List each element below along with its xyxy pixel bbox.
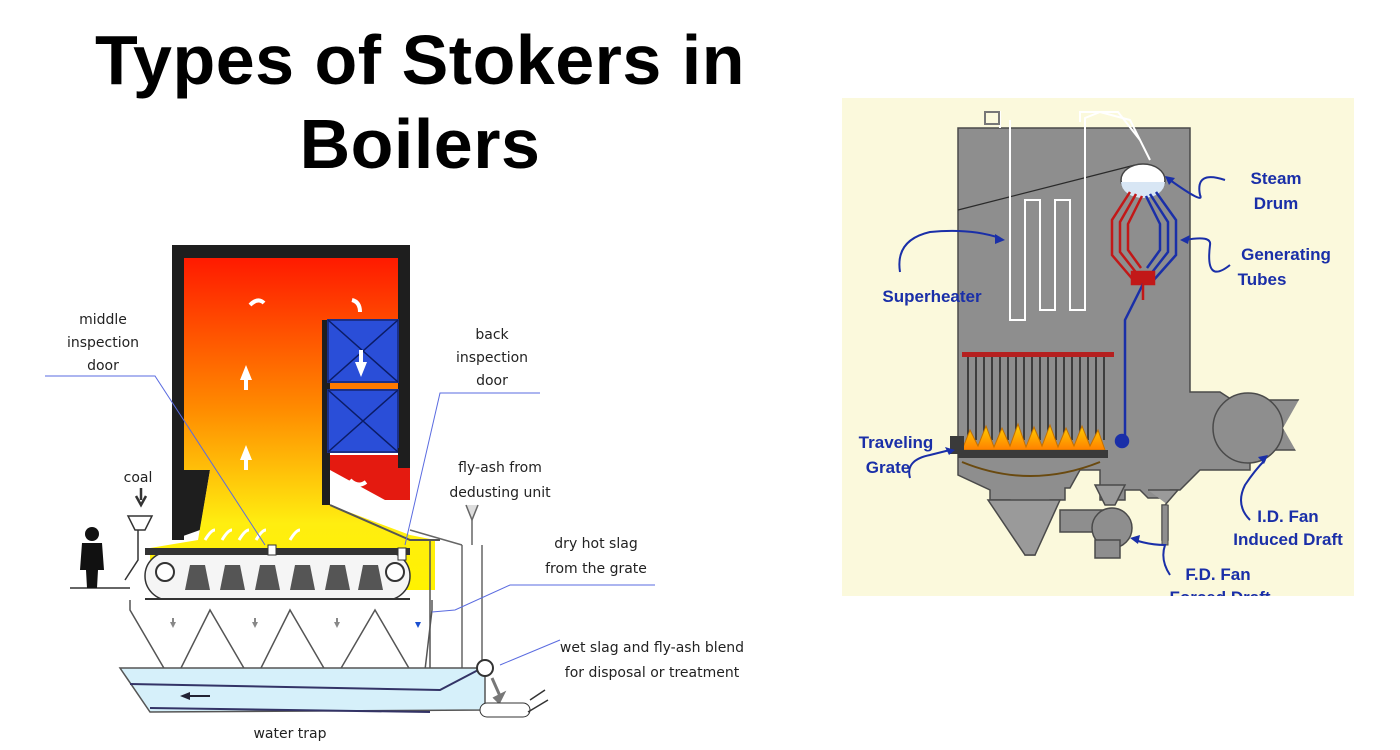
right-stoker-diagram: Steam Drum Generating Tubes Superheater … [842,98,1354,616]
panel-crop [842,596,1354,616]
callout-arrows [898,176,1266,576]
roof-line [957,164,1136,211]
traveling-grate [950,422,1108,477]
left-labels: middle inspection door back inspection d… [67,312,744,742]
label-back-door-2: inspection [456,350,528,366]
front-wall [172,470,210,540]
label-generating-tubes-1: Generating [1241,245,1331,264]
superheater-tubes [984,110,1151,321]
label-coal: coal [124,470,153,486]
ash-hopper-left [986,499,1062,556]
label-superheater: Superheater [882,287,982,306]
label-middle-door-3: door [87,358,119,374]
left-stoker-diagram: middle inspection door back inspection d… [45,245,744,742]
divider-wall [322,320,330,505]
label-steam-drum-1: Steam [1250,169,1301,188]
label-back-door-1: back [475,327,509,343]
label-traveling-grate-1: Traveling [859,433,934,452]
label-fd-fan-1: F.D. Fan [1185,565,1250,584]
fd-fan [1059,507,1133,559]
fall-arrows [170,618,421,628]
label-traveling-grate-2: Grate [866,458,910,477]
steam-drum [1120,163,1166,198]
callout-arrowheads [945,176,1268,544]
label-middle-door-2: inspection [67,335,139,351]
label-fly-ash-2: dedusting unit [449,485,551,501]
label-back-door-3: door [476,373,508,389]
water-wall-tubes [962,352,1114,440]
water-trap-conveyor [118,659,549,718]
heat-exchanger [327,319,410,500]
label-dry-slag-2: from the grate [545,561,647,577]
label-steam-drum-2: Drum [1254,194,1298,213]
label-fly-ash-1: fly-ash from [458,460,542,476]
right-labels: Steam Drum Generating Tubes Superheater … [859,169,1343,607]
label-generating-tubes-2: Tubes [1238,270,1287,289]
label-middle-door-1: middle [79,312,127,328]
operator-figure-icon [80,527,104,588]
label-wet-slag-1: wet slag and fly-ash blend [560,640,744,656]
coal-hopper [124,488,154,581]
label-id-fan-2: Induced Draft [1233,530,1343,549]
flow-arrows [203,298,368,541]
label-wet-slag-2: for disposal or treatment [565,665,740,681]
label-water-trap: water trap [253,726,326,742]
label-dry-slag-1: dry hot slag [554,536,637,552]
leader-lines [45,375,655,666]
label-id-fan-1: I.D. Fan [1257,507,1318,526]
generating-tubes [1110,191,1178,449]
page-title: Types of Stokers in Boilers [94,21,746,183]
id-fan [1212,392,1350,464]
ash-hopper-mid [1093,484,1127,506]
chain-grate [144,544,411,602]
